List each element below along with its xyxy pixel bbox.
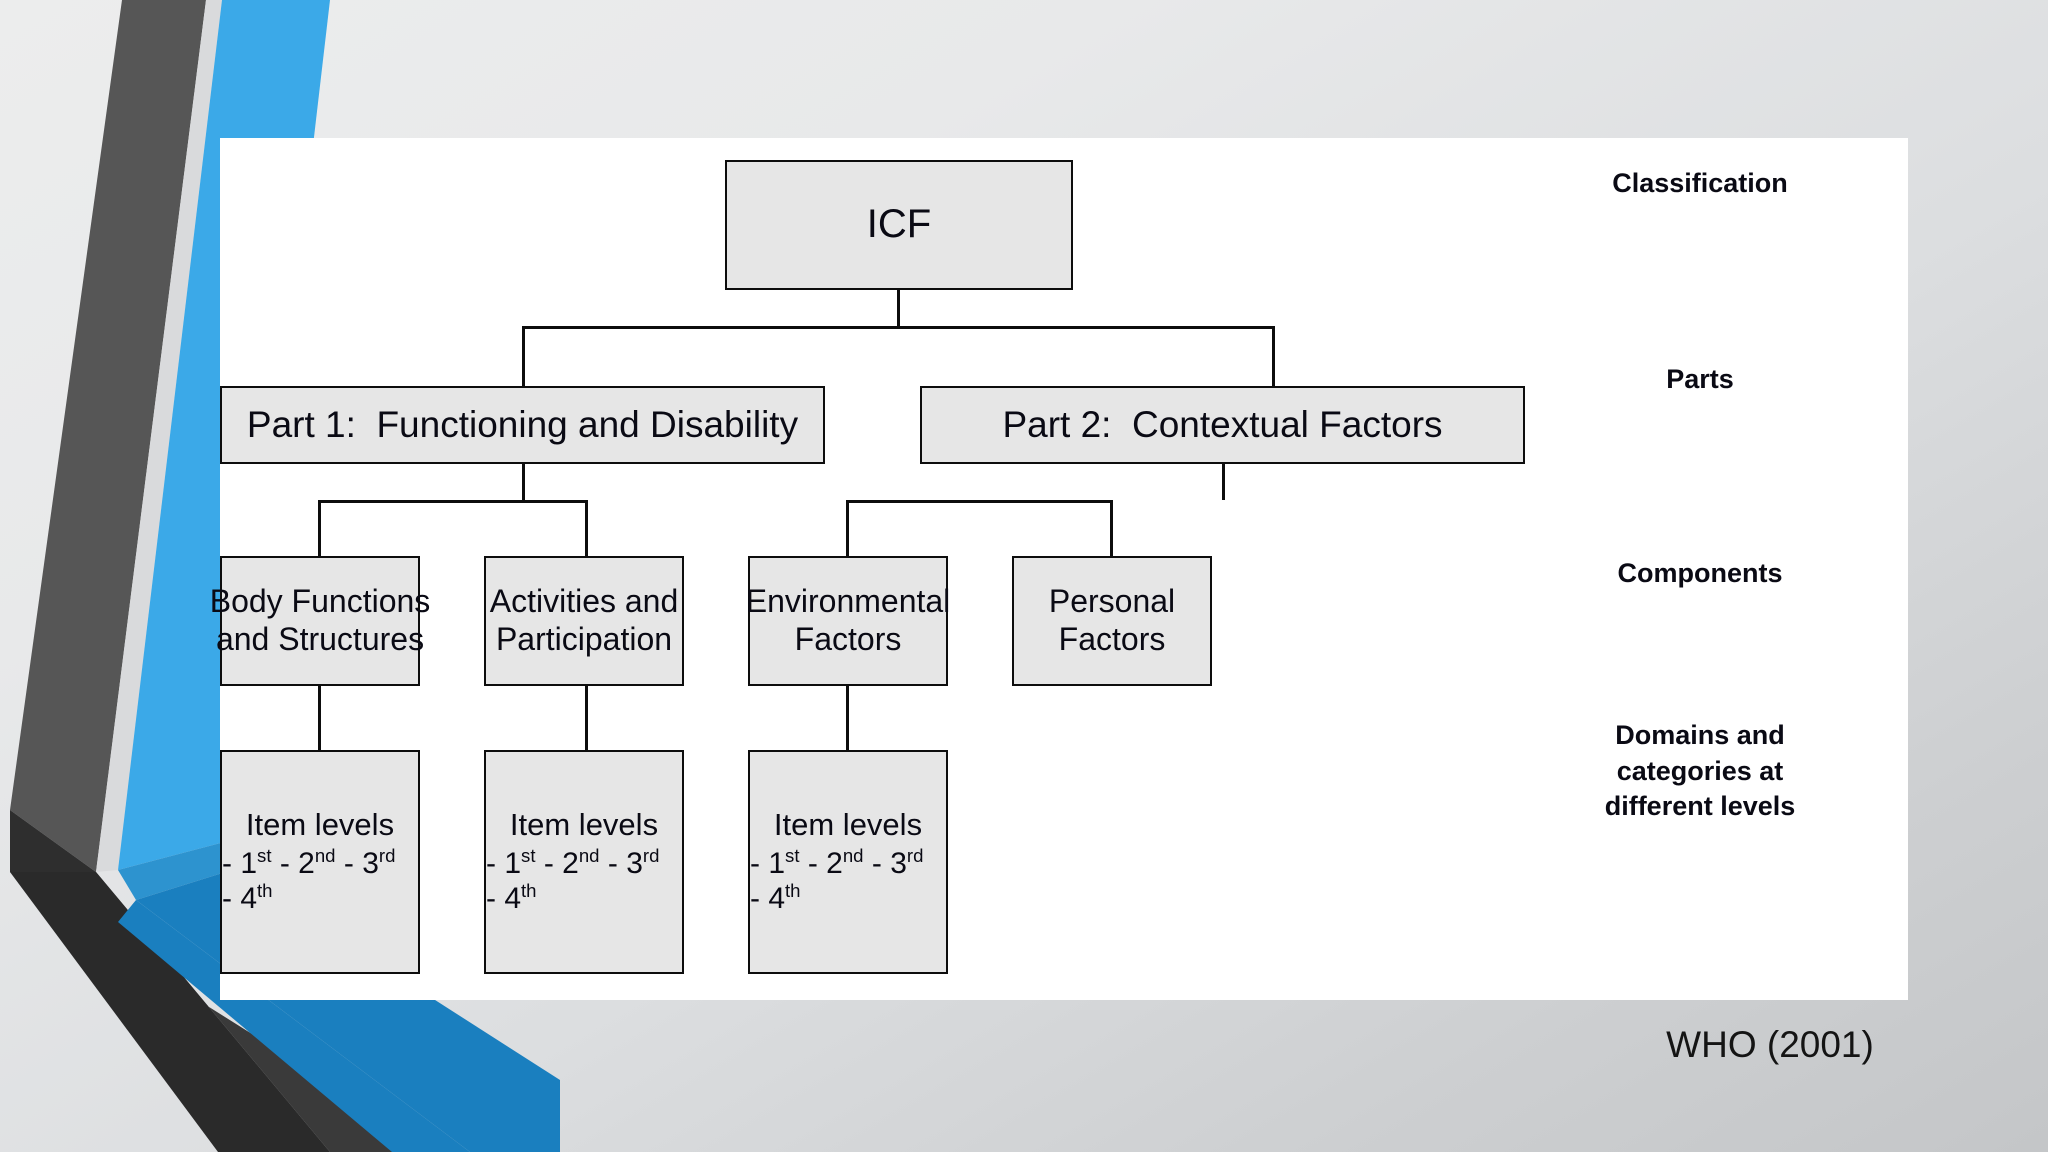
row-label-components-text: Components [1617, 558, 1783, 588]
row-label-components: Components [1550, 556, 1850, 592]
node-component-3-line2: Factors [794, 621, 902, 657]
item-level-dash: - 1 [486, 846, 522, 880]
connector-icf-bar [522, 326, 1275, 329]
node-item-levels-3[interactable]: Item levels - 1st - 2nd - 3rd - 4th [748, 750, 948, 974]
item-levels-list: - 1st - 2nd - 3rd - 4th [222, 846, 418, 917]
connector-comp1-drop [318, 500, 321, 556]
item-level-row: - 4th [486, 880, 537, 916]
node-item-levels-1[interactable]: Item levels - 1st - 2nd - 3rd - 4th [220, 750, 420, 974]
item-level-ordinal: rd [378, 844, 396, 866]
connector-part2-drop [1272, 326, 1275, 386]
node-personal-factors[interactable]: Personal Factors [1012, 556, 1212, 686]
node-activities-and-participation[interactable]: Activities and Participation [484, 556, 684, 686]
item-level-ordinal: rd [906, 844, 924, 866]
connector-part2-stem [1222, 464, 1225, 500]
item-level-dash: - 1 [222, 846, 258, 880]
node-icf-label: ICF [866, 202, 932, 247]
item-level-ordinal: th [785, 880, 801, 902]
node-component-1-line2: and Structures [215, 621, 425, 657]
item-levels-title: Item levels [773, 807, 923, 843]
node-component-4-line1: Personal [1048, 583, 1176, 620]
item-level-row: - 3rd [343, 844, 396, 880]
item-level-ordinal: nd [314, 844, 336, 866]
item-level-row: - 1st [486, 844, 544, 880]
row-label-domains-line2: categories at [1616, 755, 1784, 786]
node-component-1-line1: Body Functions [209, 583, 431, 620]
item-level-ordinal: st [521, 844, 536, 866]
item-level-ordinal: st [785, 844, 800, 866]
item-level-dash: - 4 [222, 882, 258, 916]
item-level-dash: - 2 [807, 846, 843, 880]
connector-part1-bar [318, 500, 588, 503]
node-part-2-label: Part 2: Contextual Factors [1002, 404, 1443, 446]
item-levels-title: Item levels [245, 807, 395, 843]
item-level-dash: - 4 [486, 882, 522, 916]
row-label-domains: Domains and categories at different leve… [1550, 718, 1850, 825]
row-label-domains-line1: Domains and [1615, 720, 1785, 750]
item-levels-list: - 1st - 2nd - 3rd - 4th [750, 846, 946, 917]
item-level-ordinal: th [521, 880, 537, 902]
item-level-row: - 3rd [871, 844, 924, 880]
item-level-row: - 1st [750, 844, 808, 880]
connector-items3-stem [846, 686, 849, 750]
connector-comp3-drop [846, 500, 849, 556]
row-label-domains-line3: different levels [1604, 791, 1796, 822]
item-level-row: - 2nd [279, 844, 344, 880]
connector-comp2-drop [585, 500, 588, 556]
connector-items1-stem [318, 686, 321, 750]
item-level-dash: - 3 [607, 846, 643, 880]
item-level-ordinal: st [257, 844, 272, 866]
item-level-ordinal: nd [842, 844, 864, 866]
connector-part2-bar [846, 500, 1112, 503]
node-icf[interactable]: ICF [725, 160, 1073, 290]
item-level-row: - 4th [222, 880, 273, 916]
connector-part1-stem [522, 464, 525, 500]
item-level-ordinal: rd [642, 844, 660, 866]
node-component-2-line2: Participation [495, 621, 673, 657]
item-level-row: - 1st [222, 844, 280, 880]
item-level-dash: - 1 [750, 846, 786, 880]
row-label-classification-text: Classification [1612, 168, 1788, 198]
item-level-row: - 4th [750, 880, 801, 916]
node-item-levels-2[interactable]: Item levels - 1st - 2nd - 3rd - 4th [484, 750, 684, 974]
row-label-parts: Parts [1550, 362, 1850, 398]
item-levels-title: Item levels [509, 807, 659, 843]
item-levels-list: - 1st - 2nd - 3rd - 4th [486, 846, 682, 917]
item-level-dash: - 2 [543, 846, 579, 880]
connector-items2-stem [585, 686, 588, 750]
node-environmental-factors[interactable]: Environmental Factors [745, 556, 951, 686]
item-level-dash: - 3 [343, 846, 379, 880]
node-part-1[interactable]: Part 1: Functioning and Disability [220, 386, 825, 464]
item-level-row: - 2nd [807, 844, 872, 880]
connector-comp4-drop [1110, 500, 1113, 556]
diagram-panel: ICF Part 1: Functioning and Disability P… [210, 138, 1908, 1000]
row-label-classification: Classification [1550, 166, 1850, 202]
item-level-row: - 2nd [543, 844, 608, 880]
item-level-dash: - 2 [279, 846, 315, 880]
node-component-2-line1: Activities and [489, 583, 679, 620]
item-level-row: - 3rd [607, 844, 660, 880]
node-component-3-line1: Environmental [745, 583, 951, 620]
connector-part1-drop [522, 326, 525, 386]
item-level-ordinal: nd [578, 844, 600, 866]
item-level-dash: - 3 [871, 846, 907, 880]
row-label-parts-text: Parts [1666, 364, 1734, 394]
item-level-dash: - 4 [750, 882, 786, 916]
node-body-functions-and-structures[interactable]: Body Functions and Structures [210, 556, 430, 686]
source-credit: WHO (2001) [1666, 1024, 1874, 1065]
node-part-1-label: Part 1: Functioning and Disability [246, 404, 799, 446]
node-part-2[interactable]: Part 2: Contextual Factors [920, 386, 1525, 464]
item-level-ordinal: th [257, 880, 273, 902]
node-component-4-line2: Factors [1058, 621, 1166, 657]
connector-icf-stem [897, 290, 900, 328]
